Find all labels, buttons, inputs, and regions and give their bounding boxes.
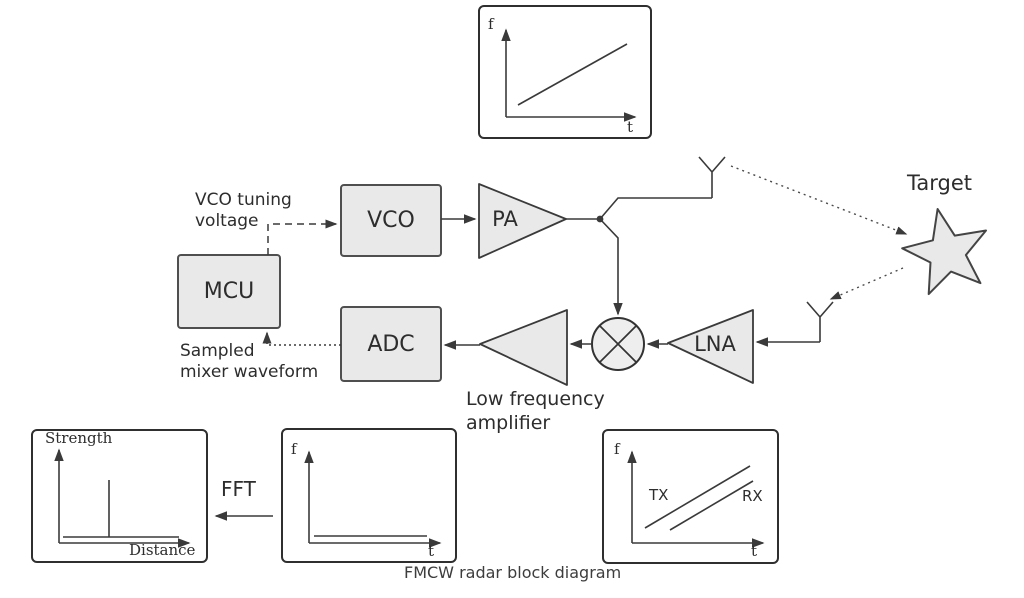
junction-to-antenna-line <box>599 197 712 220</box>
txrx-rx-series-label: RX <box>742 487 763 505</box>
vco-tuning-voltage-label: VCO tuning voltage <box>195 190 292 232</box>
radar-rays <box>730 165 908 300</box>
rx-antenna-icon <box>806 301 834 342</box>
target-to-rx-dotted-arrow <box>829 267 904 300</box>
beat-frequency-chart <box>281 428 457 563</box>
sampled-mixer-waveform-label: Sampled mixer waveform <box>180 341 319 383</box>
txrx-ylabel: f <box>614 440 620 458</box>
mcu-to-vco-dashed-arrow <box>267 219 338 255</box>
pa-amplifier-shape <box>478 183 567 259</box>
block-rects <box>177 184 442 382</box>
junction-dot <box>596 215 604 223</box>
fft-label: FFT <box>221 477 256 501</box>
tx-rx-chirp-chart <box>602 429 779 564</box>
chirp-xlabel: t <box>627 118 634 136</box>
amplifier-shapes <box>478 183 754 386</box>
chirp-ylabel: f <box>488 15 494 33</box>
lna-label: LNA <box>694 332 736 356</box>
diagram-caption: FMCW radar block diagram <box>404 563 622 582</box>
mcu-block <box>177 254 281 329</box>
tx-chirp-chart <box>478 5 652 139</box>
adc-label: ADC <box>367 331 415 357</box>
vco-label: VCO <box>367 208 415 233</box>
beat-xlabel: t <box>428 542 435 560</box>
txrx-tx-series-label: TX <box>649 486 669 504</box>
signal-connectors <box>214 197 820 521</box>
spectrum-xlabel: Distance <box>129 541 196 559</box>
spectrum-ylabel: Strength <box>45 429 113 447</box>
adc-to-mcu-dotted-arrow <box>262 331 341 346</box>
mcu-label: MCU <box>203 279 255 304</box>
spectrum-chart <box>31 429 208 563</box>
tx-to-target-dotted-arrow <box>730 165 908 235</box>
junction-to-mixer-arrow <box>599 218 623 316</box>
beat-ylabel: f <box>291 440 297 458</box>
mixer-icon <box>591 317 645 371</box>
adc-block <box>340 306 442 382</box>
target-label: Target <box>907 171 972 195</box>
low-frequency-amplifier-shape <box>479 309 568 386</box>
low-frequency-amplifier-label: Low frequency amplifier <box>466 388 605 434</box>
target-star-icon <box>901 208 987 296</box>
pa-label: PA <box>492 207 518 231</box>
tx-antenna-icon <box>698 156 726 198</box>
lna-amplifier-shape <box>667 309 754 384</box>
control-connectors <box>262 219 341 346</box>
vco-block <box>340 184 442 257</box>
txrx-xlabel: t <box>751 542 758 560</box>
